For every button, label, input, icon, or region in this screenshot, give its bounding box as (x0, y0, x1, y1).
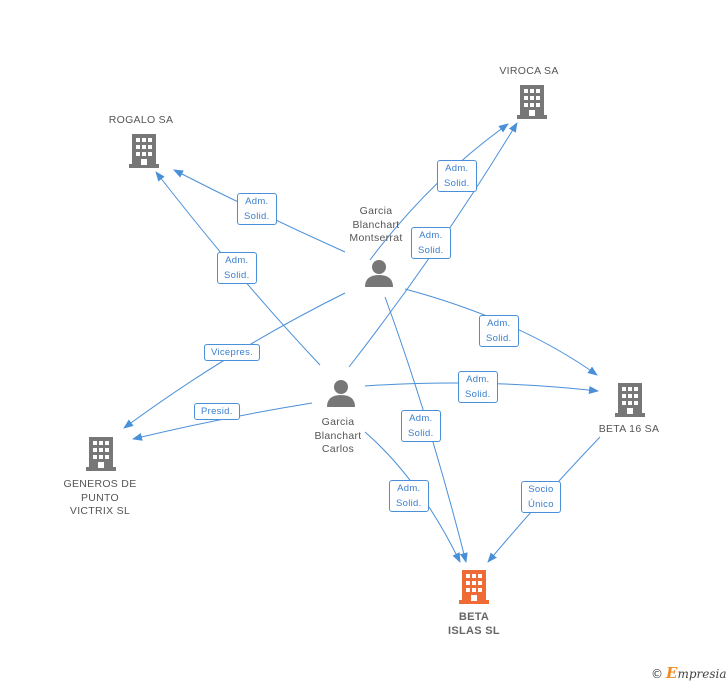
relation-text: Vicepres. (211, 347, 254, 358)
edge-montserrat-viroca (369, 123, 509, 261)
empresia-watermark[interactable]: ©Empresia (651, 664, 727, 682)
rogalo-building-icon (129, 134, 159, 168)
relation-text: Solid. (408, 428, 434, 439)
generos-name-line3: VICTRIX SL (69, 505, 131, 517)
montserrat-name-line2: Blanchart (352, 218, 400, 231)
relation-label-montserrat-beta16: Adm. Solid. (479, 315, 519, 347)
copyright-symbol: © (651, 667, 663, 681)
generos-name-line1: GENEROS DE (63, 478, 137, 490)
relation-text: Solid. (418, 245, 444, 256)
relation-label-montserrat-betaislas: Adm. Solid. (401, 410, 441, 442)
rogalo-name: ROGALO SA (108, 114, 174, 126)
relation-text: Solid. (224, 270, 250, 281)
relation-text: Adm. (397, 483, 421, 494)
viroca-label[interactable]: VIROCA SA (480, 65, 578, 79)
relation-text: Presid. (201, 406, 233, 417)
beta-islas-name-line2: ISLAS SL (448, 624, 500, 637)
beta16-name: BETA 16 SA (598, 423, 660, 435)
carlos-person-icon (327, 380, 355, 407)
empresia-logo-initial: E (666, 664, 678, 682)
relation-label-beta16-betaislas: Socio Único (521, 481, 561, 513)
carlos-name-line3: Carlos (321, 443, 355, 455)
relation-text: Solid. (396, 498, 422, 509)
relation-text: Solid. (486, 333, 512, 344)
montserrat-name-line3: Montserrat (349, 232, 403, 244)
relation-text: Adm. (445, 163, 469, 174)
relation-text: Solid. (244, 211, 270, 222)
relation-label-carlos-betaislas: Adm. Solid. (389, 480, 429, 512)
relation-text: Socio (528, 484, 554, 495)
relation-text: Adm. (466, 374, 490, 385)
relation-label-carlos-generos: Presid. (194, 403, 240, 420)
relation-text: Adm. (419, 230, 443, 241)
relation-text: Solid. (444, 178, 470, 189)
montserrat-name-line1: Garcia (359, 205, 393, 217)
relation-label-montserrat-generos: Vicepres. (204, 344, 261, 361)
relation-text: Adm. (245, 196, 269, 207)
carlos-name-line2: Blanchart (314, 429, 362, 442)
viroca-building-icon (517, 85, 547, 119)
relation-text: Adm. (409, 413, 433, 424)
empresia-logo: Empresia (666, 664, 727, 682)
relation-text: Solid. (465, 389, 491, 400)
beta-islas-label[interactable]: BETA ISLAS SL (422, 611, 526, 638)
relation-label-montserrat-rogalo: Adm. Solid. (237, 193, 277, 225)
montserrat-person-icon (365, 260, 393, 287)
relation-text: Único (528, 499, 554, 510)
relation-label-carlos-beta16: Adm. Solid. (458, 371, 498, 403)
empresia-logo-rest: mpresia (677, 667, 727, 681)
beta16-building-icon (615, 383, 645, 417)
relation-label-montserrat-viroca: Adm. Solid. (437, 160, 477, 192)
relation-text: Adm. (487, 318, 511, 329)
viroca-name: VIROCA SA (499, 65, 559, 77)
beta-islas-name-line1: BETA (458, 611, 490, 623)
generos-name-line2: PUNTO (80, 491, 120, 504)
generos-label[interactable]: GENEROS DE PUNTO VICTRIX SL (47, 478, 153, 519)
relation-text: Adm. (225, 255, 249, 266)
rogalo-label[interactable]: ROGALO SA (92, 114, 190, 128)
relation-label-carlos-rogalo: Adm. Solid. (217, 252, 257, 284)
carlos-label[interactable]: Garcia Blanchart Carlos (294, 416, 382, 457)
beta-islas-building-icon (459, 570, 489, 604)
relation-label-carlos-viroca: Adm. Solid. (411, 227, 451, 259)
generos-building-icon (86, 437, 116, 471)
montserrat-label[interactable]: Garcia Blanchart Montserrat (332, 205, 420, 246)
beta16-label[interactable]: BETA 16 SA (580, 423, 678, 437)
carlos-name-line1: Garcia (321, 416, 355, 428)
